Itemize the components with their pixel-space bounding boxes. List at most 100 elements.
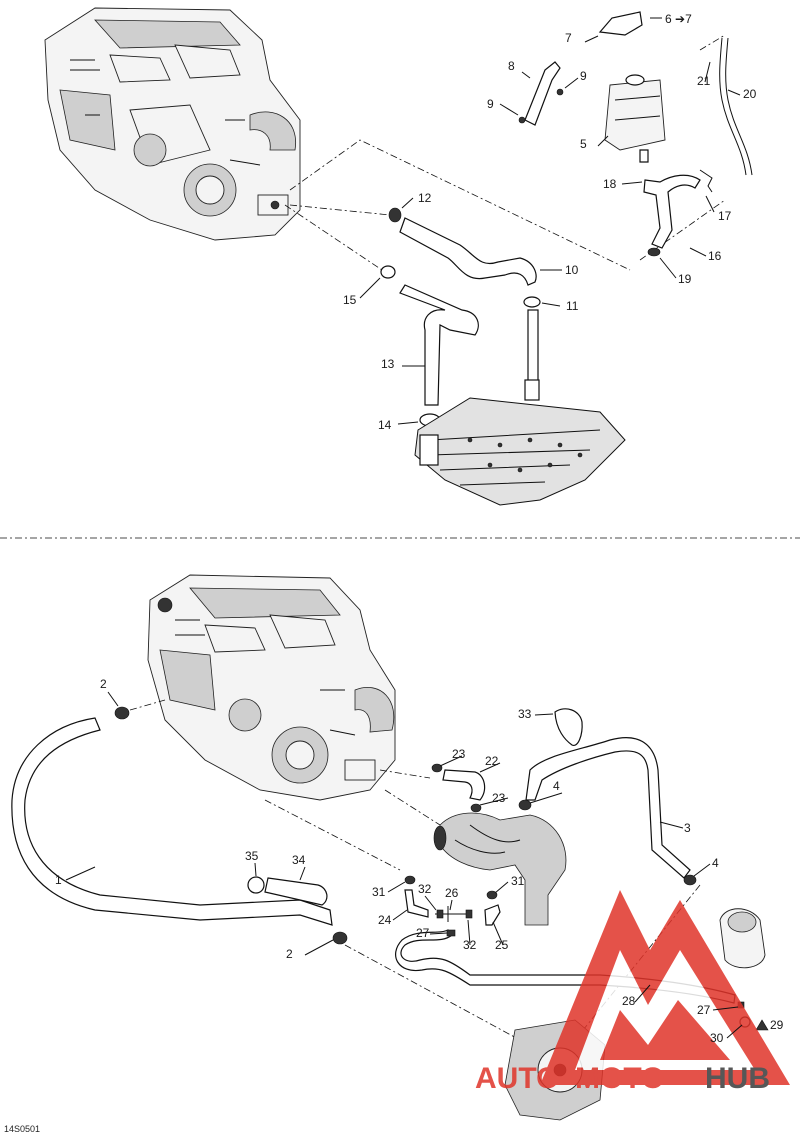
callout-18: 18 xyxy=(603,177,617,191)
screw xyxy=(518,116,526,124)
callout-1: 1 xyxy=(55,873,62,887)
hose-3 xyxy=(525,737,691,879)
clip-17 xyxy=(699,169,713,193)
bottom-callouts: 2 33 23 22 23 4 3 4 1 35 34 31 32 26 31 … xyxy=(55,677,784,1045)
fitting xyxy=(436,909,444,919)
bottom-leaders xyxy=(65,691,743,1039)
callout-4: 4 xyxy=(553,779,560,793)
clamp xyxy=(470,803,482,813)
hose-10 xyxy=(399,217,537,286)
callout-11: 11 xyxy=(566,299,579,313)
top-leaders xyxy=(359,17,741,425)
dash-line xyxy=(264,799,401,871)
callout-26: 26 xyxy=(445,886,459,900)
callout-20: 20 xyxy=(743,87,757,101)
callout-33: 33 xyxy=(518,707,532,721)
hose-25 xyxy=(484,904,501,926)
pipe xyxy=(527,309,539,386)
hose-1 xyxy=(11,717,333,926)
bottom-engine xyxy=(147,574,396,801)
clamp xyxy=(523,296,541,308)
callout-28: 28 xyxy=(622,994,636,1008)
screw xyxy=(556,88,564,96)
clamp xyxy=(332,931,348,945)
coolant-reservoir xyxy=(604,74,666,163)
reservoir-cap xyxy=(598,11,643,36)
callout-2: 2 xyxy=(100,677,107,691)
hose-24 xyxy=(404,889,429,918)
clamp xyxy=(518,799,532,811)
clamp xyxy=(683,874,697,886)
callout-9: 9 xyxy=(580,69,587,83)
dash-line xyxy=(699,34,726,51)
callout-22: 22 xyxy=(485,754,499,768)
dash-line xyxy=(289,139,631,271)
ring-35 xyxy=(247,876,265,894)
callout-25: 25 xyxy=(495,938,509,952)
callout-8: 8 xyxy=(508,59,515,73)
callout-17: 17 xyxy=(718,209,732,223)
watermark-text-2: MOTO xyxy=(575,1062,664,1095)
callout-35: 35 xyxy=(245,849,259,863)
callout-27: 27 xyxy=(697,1003,711,1017)
heat-exchanger-plate xyxy=(414,379,626,506)
hose-22 xyxy=(442,769,486,801)
dash-line xyxy=(379,769,431,779)
callout-24: 24 xyxy=(378,913,392,927)
callout-30: 30 xyxy=(710,1031,724,1045)
watermark-text-1: AUTO xyxy=(475,1062,559,1095)
gasket-33 xyxy=(554,708,583,746)
callout-34: 34 xyxy=(292,853,306,867)
dash-line xyxy=(384,789,441,826)
callout-29: 29 xyxy=(770,1018,784,1032)
document-id: 14S0501 xyxy=(4,1124,41,1134)
callout-16: 16 xyxy=(708,249,722,263)
overflow-hose xyxy=(719,37,747,176)
callout-5: 5 xyxy=(580,137,587,151)
callout-4: 4 xyxy=(712,856,719,870)
svg-text:6 ➔7: 6 ➔7 xyxy=(665,12,692,26)
overflow-hose-edge xyxy=(725,37,753,176)
top-engine xyxy=(44,7,301,241)
bracket xyxy=(524,61,561,126)
callout-15: 15 xyxy=(343,293,357,307)
cylinder-top xyxy=(727,911,757,933)
dash-line xyxy=(344,944,521,1041)
dash-line xyxy=(289,204,391,216)
callout-31: 31 xyxy=(372,885,386,899)
hose-13 xyxy=(399,284,479,406)
clamp xyxy=(404,875,416,885)
callout-7: 7 xyxy=(565,31,572,45)
hose-34 xyxy=(264,877,328,906)
callout-23: 23 xyxy=(492,791,506,805)
fitting xyxy=(446,929,456,937)
dash-line xyxy=(129,699,166,711)
callout-14: 14 xyxy=(378,418,392,432)
clamp xyxy=(647,247,661,257)
callout-9: 9 xyxy=(487,97,494,111)
callout-27: 27 xyxy=(416,926,430,940)
clamp xyxy=(486,890,498,900)
dash-line xyxy=(284,204,386,273)
clamp xyxy=(388,207,402,223)
top-callouts: 6 ➔7 7 8 9 9 5 21 20 18 17 16 19 12 10 1… xyxy=(343,12,757,432)
callout-13: 13 xyxy=(381,357,395,371)
callout-32: 32 xyxy=(418,882,432,896)
watermark-text-3: HUB xyxy=(705,1062,770,1095)
callout-21: 21 xyxy=(697,74,711,88)
callout-19: 19 xyxy=(678,272,692,286)
clamp xyxy=(431,763,443,773)
callout-31: 31 xyxy=(511,874,525,888)
watermark: AUTO MOTO HUB xyxy=(475,890,790,1095)
clamp xyxy=(380,265,396,279)
callout-2: 2 xyxy=(286,947,293,961)
pump-housing xyxy=(433,812,567,926)
callout-10: 10 xyxy=(565,263,579,277)
callout-12: 12 xyxy=(418,191,432,205)
callout-3: 3 xyxy=(684,821,691,835)
callout-23: 23 xyxy=(452,747,466,761)
hose-16 xyxy=(643,174,701,249)
clamp xyxy=(114,706,130,720)
